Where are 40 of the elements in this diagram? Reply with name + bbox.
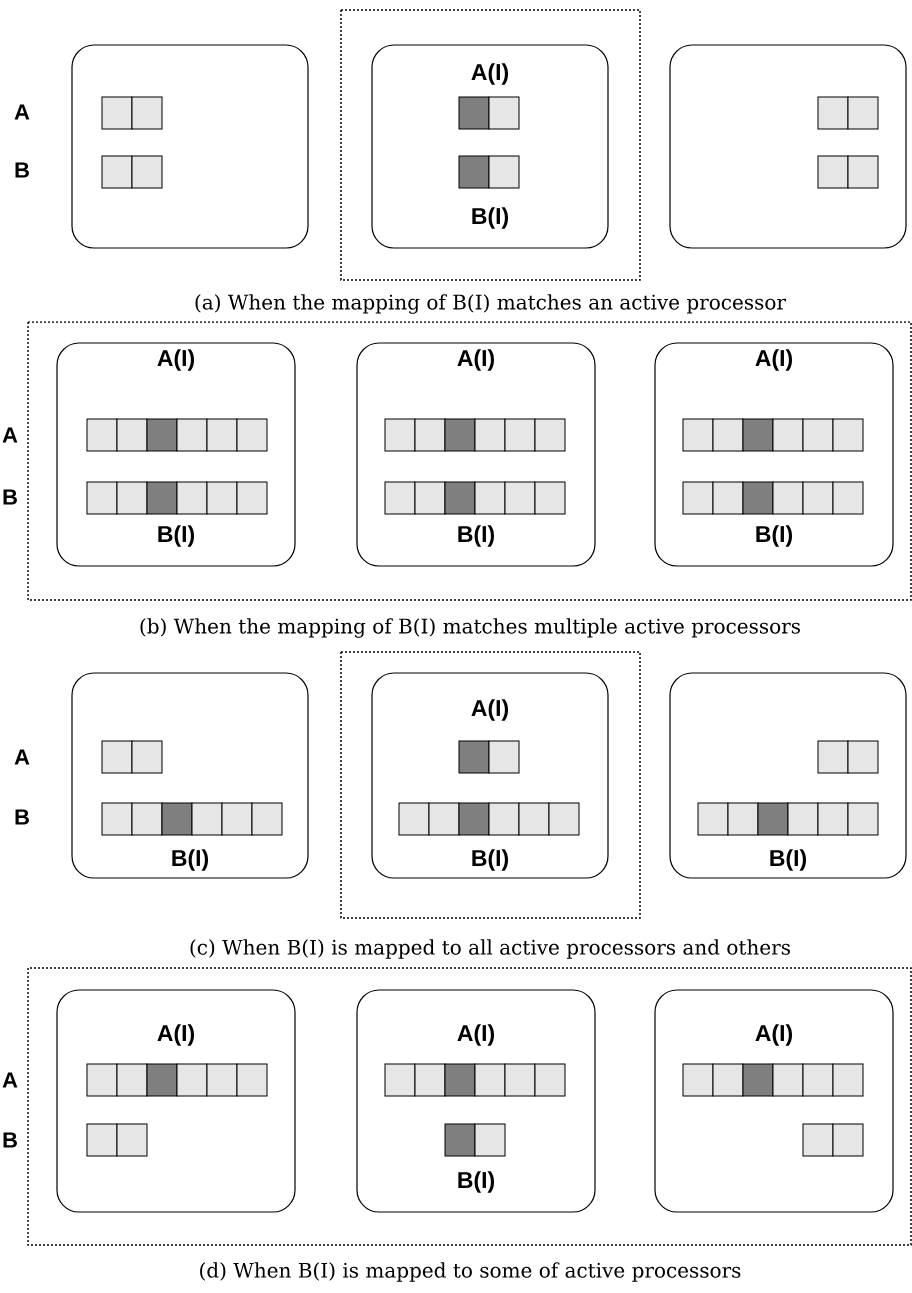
block-label: A(I): [457, 1024, 494, 1046]
processor-box: [371, 672, 609, 879]
row-label: A: [2, 427, 18, 443]
processor-box: [654, 342, 894, 567]
block-label: A(I): [471, 63, 508, 85]
block-label: B(I): [770, 849, 806, 871]
block-label: B(I): [472, 849, 508, 871]
row-label: B: [15, 809, 29, 825]
processor-box: [356, 342, 596, 567]
block-label: A(I): [755, 349, 792, 371]
processor-box: [356, 989, 596, 1213]
row-label: A: [14, 749, 30, 765]
caption: (c) When B(I) is mapped to all active processors and others: [190, 939, 790, 959]
processor-box: [71, 44, 309, 249]
processor-box: [371, 44, 609, 249]
processor-box: [71, 672, 309, 879]
block-label: B(I): [458, 1171, 494, 1193]
processor-box: [654, 989, 894, 1213]
block-label: B(I): [458, 525, 494, 547]
row-label: A: [14, 104, 30, 120]
row-label: B: [3, 1132, 17, 1148]
block-label: A(I): [157, 1024, 194, 1046]
processor-box: [56, 342, 296, 567]
block-label: A(I): [471, 699, 508, 721]
processor-box: [669, 672, 907, 879]
row-label: B: [15, 162, 29, 178]
caption: (a) When the mapping of B(I) matches an active processor: [195, 294, 786, 314]
caption: (b) When the mapping of B(I) matches multiple active processors: [140, 618, 800, 638]
row-label: A: [2, 1072, 18, 1088]
block-label: B(I): [472, 207, 508, 229]
block-label: A(I): [755, 1024, 792, 1046]
block-label: A(I): [157, 349, 194, 371]
block-label: A(I): [457, 349, 494, 371]
processor-box: [669, 44, 907, 249]
row-label: B: [3, 489, 17, 505]
block-label: B(I): [172, 849, 208, 871]
caption: (d) When B(I) is mapped to some of active processors: [200, 1262, 741, 1282]
block-label: B(I): [158, 525, 194, 547]
block-label: B(I): [756, 525, 792, 547]
processor-box: [56, 989, 296, 1213]
